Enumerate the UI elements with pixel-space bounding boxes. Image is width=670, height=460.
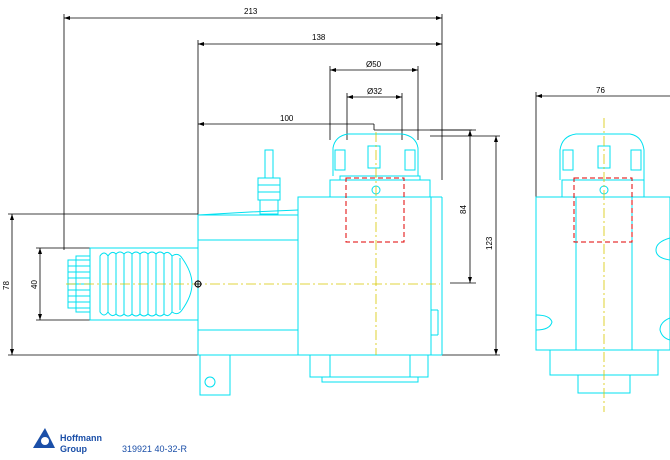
- dim-123-label: 123: [485, 236, 494, 250]
- side-view: [67, 133, 443, 396]
- dim-40-label: 40: [30, 280, 39, 289]
- end-view: [535, 133, 670, 394]
- center-lines: [66, 118, 605, 412]
- logo-line1: Hoffmann: [60, 433, 102, 443]
- dim-138-label: 138: [312, 33, 326, 42]
- hidden-lines: [345, 177, 633, 243]
- dim-78-label: 78: [2, 281, 11, 290]
- dim-84-label: 84: [459, 205, 468, 214]
- dimension-lines: [8, 14, 670, 356]
- dim-213-label: 213: [244, 7, 258, 16]
- axis-marker-icon: [194, 280, 202, 288]
- logo-line2: Group: [60, 444, 87, 454]
- part-number: 319921 40-32-R: [122, 444, 188, 454]
- dim-d50-label: Ø50: [366, 60, 382, 69]
- dim-d32-label: Ø32: [367, 87, 383, 96]
- hoffmann-group-logo-icon: Hoffmann Group: [33, 428, 102, 454]
- dimension-arrows: [10, 16, 542, 355]
- dim-76-label: 76: [596, 86, 605, 95]
- dim-100-label: 100: [280, 114, 294, 123]
